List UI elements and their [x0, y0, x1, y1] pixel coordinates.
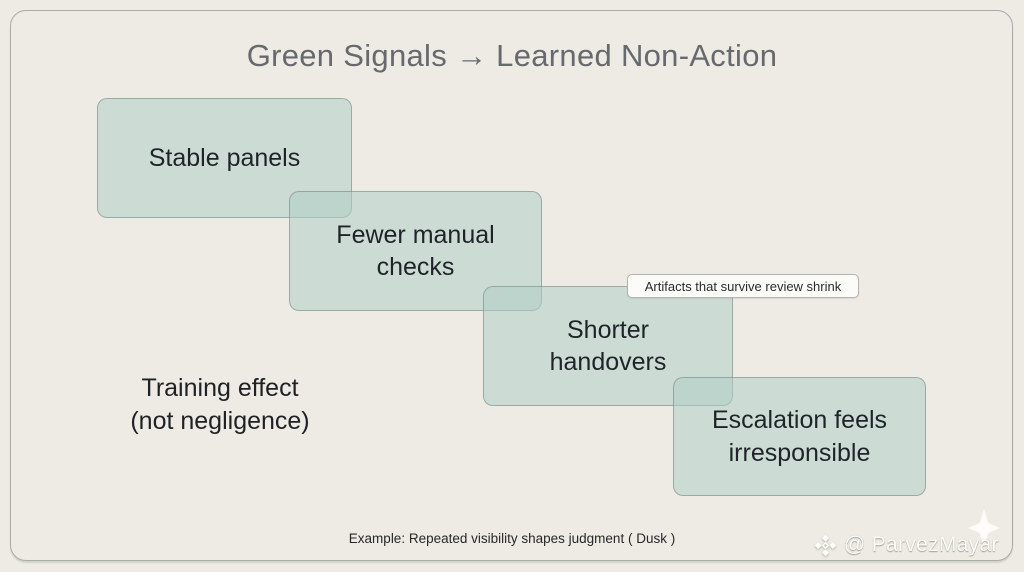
- slide-border-frame: [10, 10, 1013, 561]
- box-fewer-manual-checks: Fewer manual checks: [289, 191, 542, 311]
- diamond-ornament-icon: [814, 534, 837, 556]
- watermark: @ ParvezMayar: [814, 533, 999, 557]
- annotation-callout: Artifacts that survive review shrink: [627, 274, 859, 298]
- watermark-text: @ ParvezMayar: [844, 533, 999, 556]
- slide-title: Green Signals → Learned Non-Action: [246, 38, 778, 73]
- side-note: Training effect (not negligence): [130, 374, 310, 435]
- box-escalation-feels-irresponsible: Escalation feels irresponsible: [673, 377, 926, 496]
- footer-caption: Example: Repeated visibility shapes judg…: [348, 531, 676, 546]
- box-shorter-handovers: Shorter handovers: [483, 286, 733, 406]
